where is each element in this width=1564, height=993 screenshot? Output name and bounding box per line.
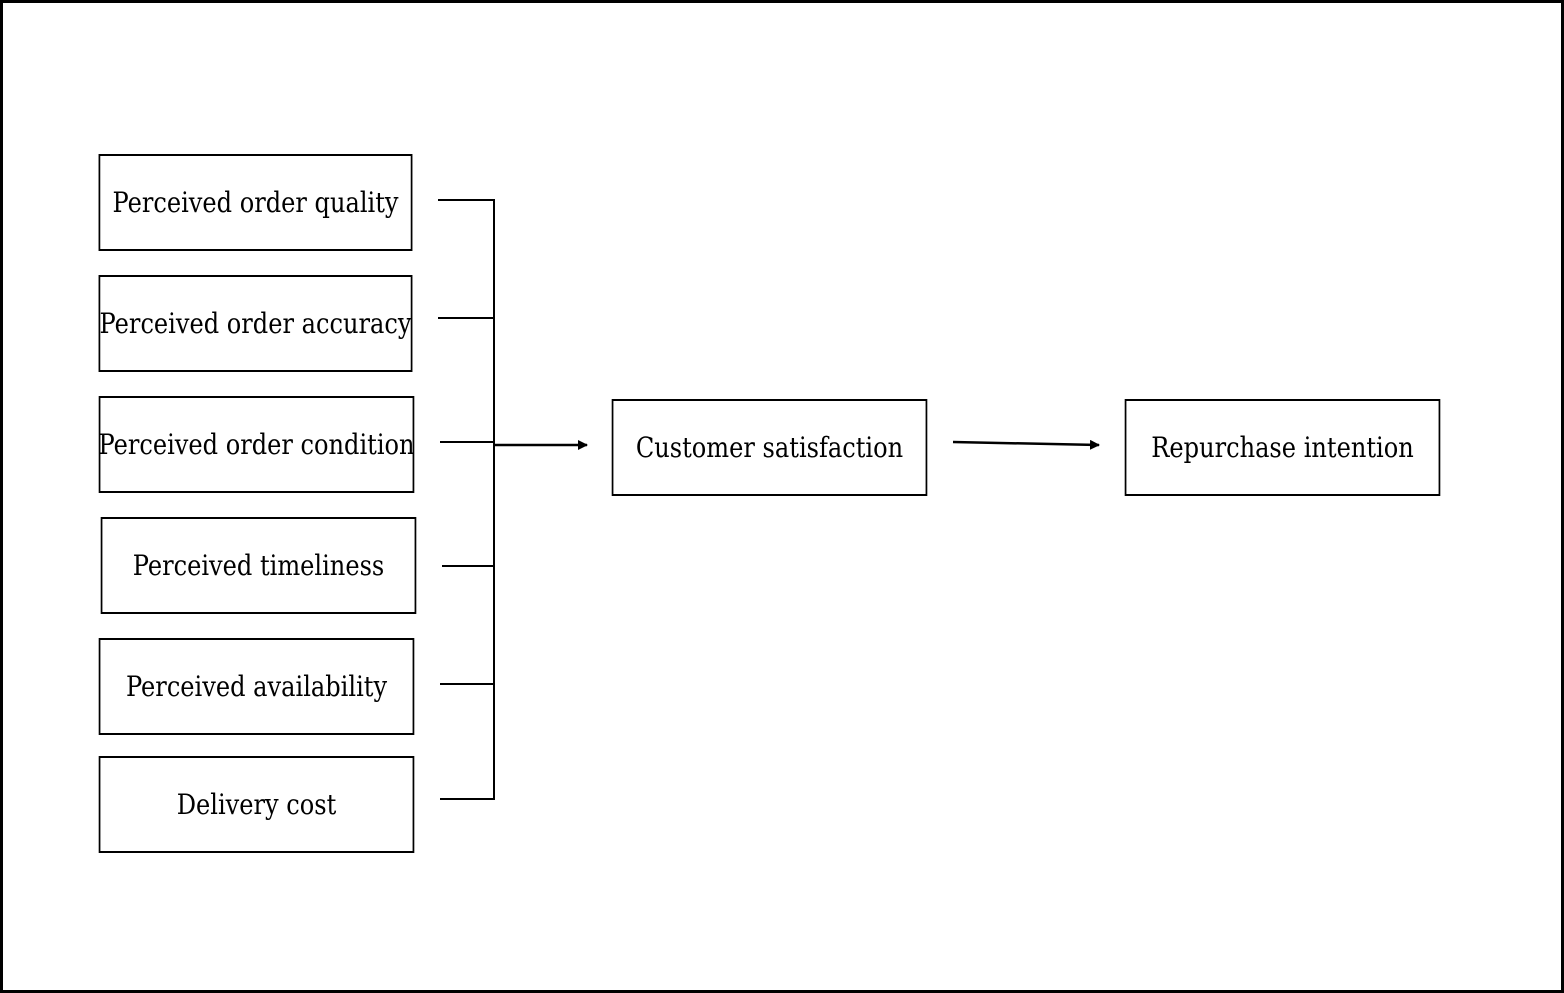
- factor-label-availability: Perceived availability: [125, 670, 388, 703]
- factor-box-order-accuracy: Perceived order accuracy: [98, 275, 413, 372]
- factor-box-timeliness: Perceived timeliness: [100, 517, 417, 614]
- mediator-box-customer-satisfaction: Customer satisfaction: [611, 399, 928, 496]
- factor-box-order-condition: Perceived order condition: [98, 396, 415, 493]
- factor-label-delivery-cost: Delivery cost: [176, 788, 337, 821]
- mediator-label: Customer satisfaction: [635, 431, 904, 464]
- factor-box-delivery-cost: Delivery cost: [98, 756, 415, 853]
- factor-label-order-condition: Perceived order condition: [98, 428, 415, 461]
- factor-label-order-accuracy: Perceived order accuracy: [99, 307, 412, 340]
- outcome-box-repurchase-intention: Repurchase intention: [1124, 399, 1441, 496]
- factor-box-availability: Perceived availability: [98, 638, 415, 735]
- arrow-to-repurchase-intention: [952, 439, 1100, 450]
- factor-label-order-quality: Perceived order quality: [112, 186, 399, 219]
- outcome-label: Repurchase intention: [1151, 431, 1414, 464]
- factor-label-timeliness: Perceived timeliness: [132, 549, 385, 582]
- connector-lines: [438, 199, 1100, 800]
- factor-box-order-quality: Perceived order quality: [98, 154, 413, 251]
